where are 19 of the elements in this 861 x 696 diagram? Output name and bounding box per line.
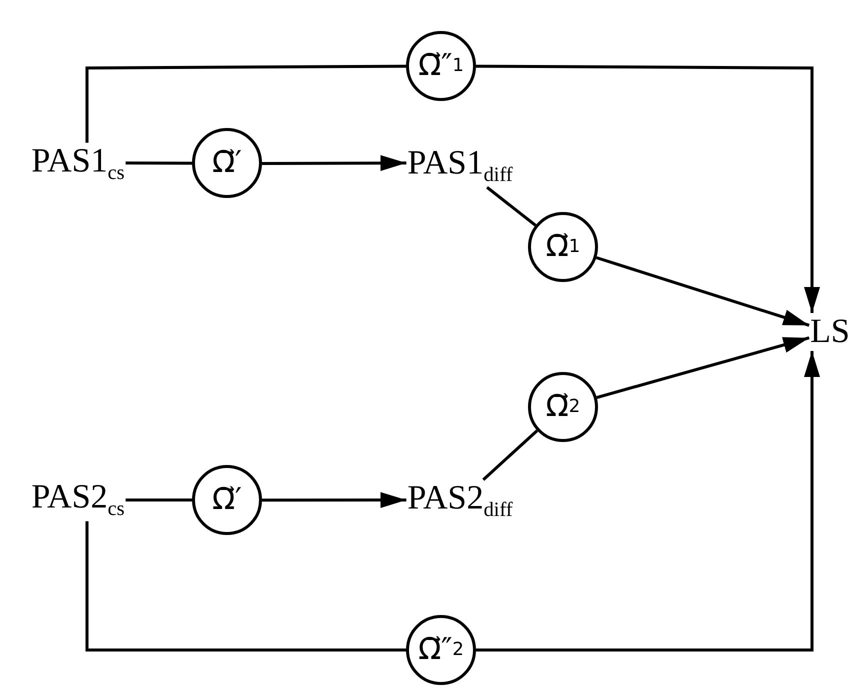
state-label: PAS2$_{diff}$: [406, 480, 514, 522]
state-label: LS: [809, 313, 851, 351]
connector-line: [126, 162, 192, 165]
arrow: [476, 351, 820, 652]
connector-line: [86, 64, 406, 143]
connector-line: [126, 498, 192, 502]
state-label: PAS1$_{diff}$: [406, 144, 514, 188]
arrow: [262, 155, 406, 172]
state-label: PAS1$_{cs}$: [30, 142, 126, 186]
connector-line: [486, 186, 536, 227]
connector-line: [482, 429, 538, 481]
operator-circle: Ω⃗′: [192, 128, 262, 198]
arrow: [262, 492, 406, 508]
arrow: [476, 64, 820, 313]
arrow: [596, 256, 810, 327]
arrow: [596, 336, 810, 399]
operator-circle: Ω⃗′: [192, 465, 262, 535]
state-label: PAS2$_{cs}$: [30, 478, 126, 522]
connector-line: [86, 521, 406, 652]
